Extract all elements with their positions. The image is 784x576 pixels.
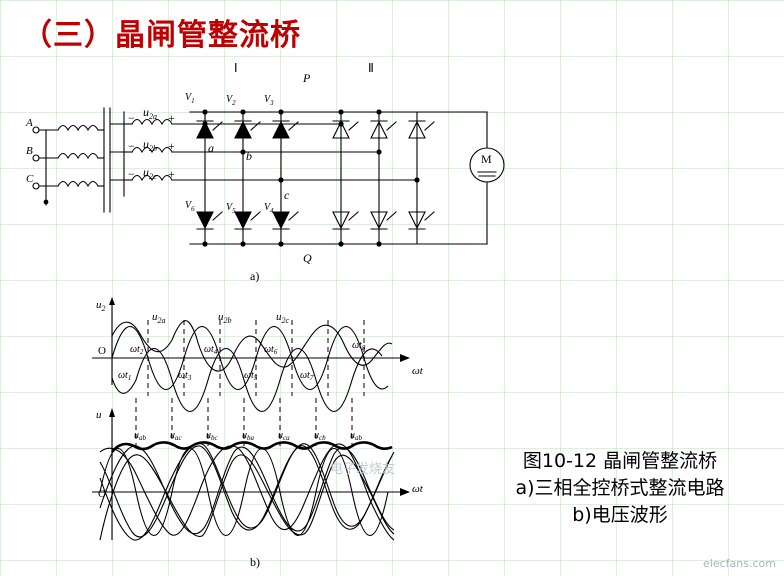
polarity-minus-b: − xyxy=(128,139,135,153)
line-voltage-ucb: ucb xyxy=(314,430,326,442)
wave-label-u2b: u2b xyxy=(218,311,232,325)
page-title: （三）晶闸管整流桥 xyxy=(22,18,301,53)
label-node-a: a xyxy=(208,141,214,155)
angle-wt7: ωt7 xyxy=(300,370,314,382)
label-V1: V1 xyxy=(185,92,195,105)
label-motor: M xyxy=(481,152,492,166)
angle-wt3: ωt3 xyxy=(178,370,192,382)
watermark-secondary: 电子发烧友 xyxy=(330,462,396,477)
label-phase-c: C xyxy=(26,173,34,185)
line-voltage-uab-1: uab xyxy=(134,430,147,442)
figure-caption: 图10-12 晶闸管整流桥 a)三相全控桥式整流电路 b)电压波形 xyxy=(470,448,770,529)
polarity-minus-c: − xyxy=(128,167,135,181)
watermark: elecfans.com xyxy=(703,557,776,570)
polarity-plus-c: + xyxy=(168,167,175,181)
axis-label-u-bottom: u xyxy=(96,409,102,421)
label-figure-a: a) xyxy=(250,269,259,283)
angle-wt5: ωt5 xyxy=(244,370,258,382)
line-voltage-uac: uac xyxy=(170,430,183,442)
axis-label-wt-top: ωt xyxy=(412,365,424,377)
polarity-plus-a: + xyxy=(168,111,175,125)
label-figure-b: b) xyxy=(250,555,260,569)
label-node-P: P xyxy=(302,71,311,85)
origin-bottom: O xyxy=(98,488,106,500)
label-group-II: Ⅱ xyxy=(368,61,374,75)
caption-line-3: b)电压波形 xyxy=(572,503,668,526)
label-V6: V6 xyxy=(185,200,195,213)
angle-wt1: ωt1 xyxy=(118,370,131,382)
caption-line-1: 图10-12 晶闸管整流桥 xyxy=(522,450,718,472)
wave-label-u2c: u2c xyxy=(276,311,290,325)
label-phase-b: B xyxy=(26,145,33,157)
label-node-b: b xyxy=(246,149,252,163)
label-V3: V3 xyxy=(264,94,274,107)
label-V5: V5 xyxy=(226,202,236,215)
label-phase-a: A xyxy=(25,117,33,129)
line-voltage-ubc: ubc xyxy=(206,430,219,442)
origin-top: O xyxy=(98,345,106,357)
label-node-c: c xyxy=(284,188,290,202)
caption-line-2: a)三相全控桥式整流电路 xyxy=(515,476,725,499)
polarity-plus-b: + xyxy=(168,139,175,153)
label-group-I: Ⅰ xyxy=(234,61,238,75)
line-voltage-uca: uca xyxy=(278,430,290,442)
line-voltage-uba: uba xyxy=(242,430,255,442)
label-V2: V2 xyxy=(226,94,236,107)
angle-wt2: ωt2 xyxy=(130,344,144,356)
label-node-Q: Q xyxy=(303,251,312,265)
polarity-minus-a: − xyxy=(128,111,135,125)
angle-wt6: ωt6 xyxy=(264,344,278,356)
label-V4: V4 xyxy=(264,202,274,215)
axis-label-u2: u2 xyxy=(96,299,106,313)
line-voltage-uab-2: uab xyxy=(350,430,363,442)
wave-label-u2a: u2a xyxy=(152,311,166,325)
axis-label-wt-bottom: ωt xyxy=(412,483,424,495)
